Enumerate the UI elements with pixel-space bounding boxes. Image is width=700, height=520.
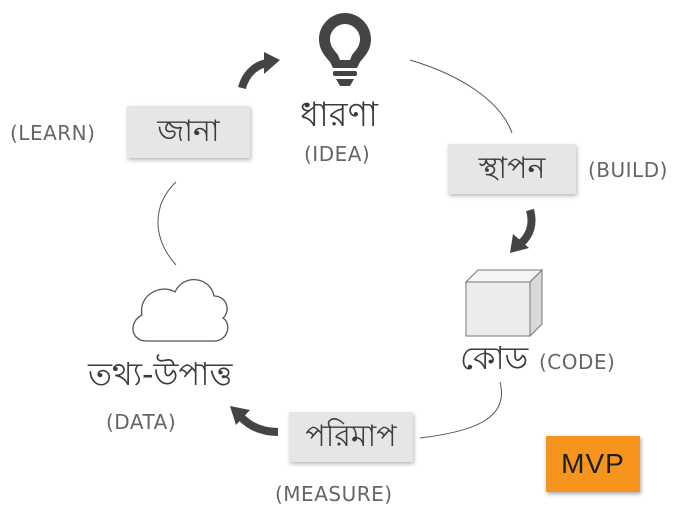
connector-idea-build bbox=[409, 59, 513, 134]
learn-box: জানা bbox=[127, 106, 250, 158]
arrow-learn-to-idea bbox=[238, 52, 280, 90]
build-box: স্থাপন bbox=[448, 144, 576, 194]
mvp-label: MVP bbox=[561, 448, 625, 479]
connector-code-measure bbox=[419, 381, 502, 439]
measure-box: পরিমাপ bbox=[289, 412, 413, 462]
build-bangla-label: স্থাপন bbox=[478, 150, 546, 186]
data-bangla-label: তথ্য-উপাত্ত bbox=[88, 355, 233, 393]
data-english-label: (DATA) bbox=[106, 410, 177, 434]
measure-bangla-label: পরিমাপ bbox=[305, 418, 397, 454]
idea-english-label: (IDEA) bbox=[304, 142, 371, 166]
mvp-badge: MVP bbox=[546, 436, 640, 492]
build-english-label: (BUILD) bbox=[588, 158, 668, 182]
learn-english-label: (LEARN) bbox=[10, 121, 96, 145]
connector-data-learn bbox=[157, 181, 177, 266]
idea-bangla-label: ধারণা bbox=[300, 95, 379, 135]
arrow-build-to-code bbox=[510, 208, 536, 253]
cloud-icon bbox=[132, 279, 229, 342]
arrow-measure-to-data bbox=[230, 406, 279, 436]
measure-english-label: (MEASURE) bbox=[275, 482, 393, 506]
code-english-label: (CODE) bbox=[539, 350, 616, 374]
learn-bangla-label: জানা bbox=[157, 113, 220, 149]
code-bangla-label: কোড bbox=[460, 339, 529, 377]
lightbulb-icon bbox=[319, 13, 371, 86]
cube-icon bbox=[464, 268, 544, 338]
